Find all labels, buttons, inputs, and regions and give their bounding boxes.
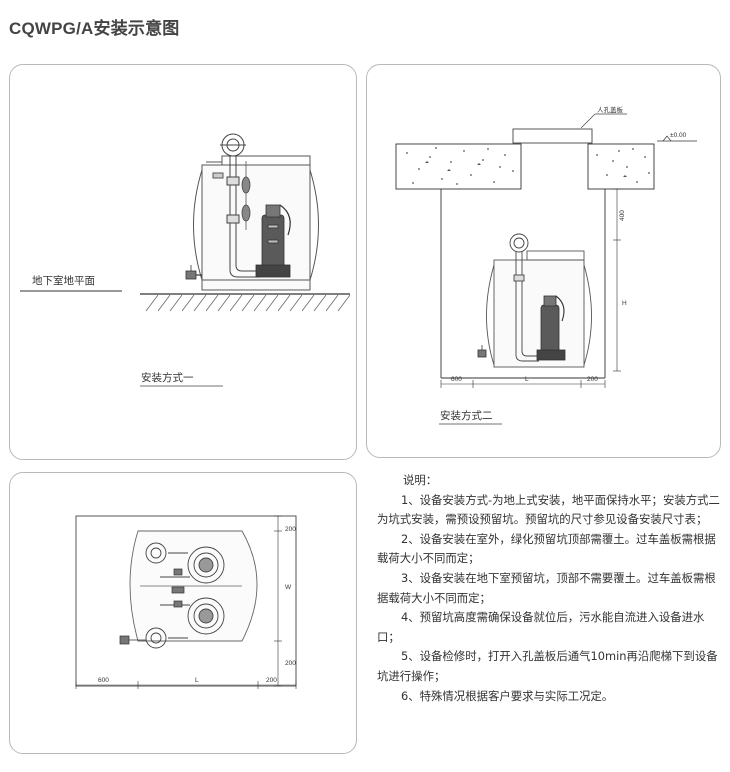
- pump-icon: [536, 295, 566, 361]
- notes-item: 1、设备安装方式-为地上式安装，地平面保持水平；安装方式二为坑式安装，需预设预留…: [377, 492, 720, 527]
- dimension-400-label: 400: [619, 210, 626, 221]
- plan-dimension-w-label: W: [285, 584, 292, 591]
- plan-dimension-l-label: L: [195, 677, 199, 684]
- plan-dimension-600-label: 600: [98, 677, 109, 684]
- plan-dimension-bottom-200-label: 200: [266, 677, 277, 684]
- method-one-drawing: 地下室地平面 安装方式一: [20, 133, 351, 387]
- width-dimension: [440, 380, 606, 388]
- valve-plan-icon: [119, 568, 185, 645]
- notes-item: 3、设备安装在地下室预留坑，顶部不需要覆土。过车盖板需根据载荷大小不同而定；: [377, 570, 716, 605]
- notes-item: 6、特殊情况根据客户要求与实际工况定。: [401, 688, 614, 703]
- flange-icon: [145, 542, 190, 649]
- floor-level-label: 地下室地平面: [32, 274, 95, 287]
- pump-plan-icon: [187, 546, 225, 635]
- level-mark-icon: [657, 135, 697, 142]
- dimension-200-label: 200: [587, 376, 598, 383]
- vent-pipe-icon: [206, 161, 224, 179]
- dimension-600-label: 600: [451, 376, 462, 383]
- level-label: ±0.00: [670, 132, 687, 139]
- notes-item: 5、设备检修时，打开入孔盖板后通气10min再沿爬梯下到设备坑进行操作；: [377, 649, 718, 683]
- discharge-pipe-icon: [509, 233, 539, 362]
- method-one-caption: 安装方式一: [141, 371, 194, 384]
- notes-item: 4、预留坑高度需确保设备就位后，污水能自流进入设备进水口；: [377, 610, 705, 644]
- soil-cover-icon: [395, 143, 655, 190]
- manhole-cover-icon: [512, 128, 593, 144]
- diagram-panel-method-two: 人孔盖板 ±0.00: [366, 64, 721, 458]
- diagram-panel-method-one: 地下室地平面 安装方式一: [9, 64, 357, 460]
- inlet-valve-icon: [477, 345, 487, 358]
- diagram-panel-plan-view: 200 W 200 600 L 200: [9, 472, 357, 754]
- tank-plan-icon: [129, 530, 258, 642]
- notes-item: 2、设备安装在室外，绿化预留坑顶部需覆土。过车盖板需根据载荷大小不同而定；: [377, 531, 716, 566]
- manhole-cover-label: 人孔盖板: [597, 105, 624, 114]
- page-title: CQWPG/A安装示意图: [9, 19, 180, 38]
- discharge-pipe-icon: [220, 133, 260, 278]
- plan-width-dimension: [274, 515, 282, 687]
- tank-icon: [486, 250, 592, 368]
- plan-dimension-right-200-label: 200: [285, 660, 296, 667]
- pump-icon: [255, 204, 291, 278]
- method-two-drawing: 人孔盖板 ±0.00: [395, 105, 697, 425]
- dimension-l-label: L: [525, 376, 529, 383]
- plan-length-dimension: [75, 681, 297, 689]
- installation-notes: 说明： 1、设备安装方式-为地上式安装，地平面保持水平；安装方式二为坑式安装，需…: [377, 471, 721, 706]
- height-dimension: [613, 188, 621, 372]
- float-switch-icon: [241, 161, 251, 230]
- plan-view-drawing: 200 W 200 600 L 200: [75, 515, 297, 689]
- notes-heading: 说明：: [403, 473, 438, 487]
- plan-dimension-top-200-label: 200: [285, 526, 296, 533]
- dimension-h-label: H: [622, 300, 627, 307]
- inlet-valve-icon: [185, 265, 202, 280]
- method-two-caption: 安装方式二: [440, 409, 493, 422]
